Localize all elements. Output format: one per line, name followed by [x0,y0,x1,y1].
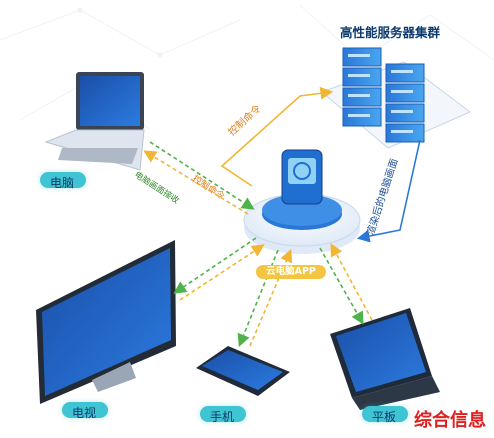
tv-label-pill [62,402,108,418]
tablet-label: 平板 [372,410,397,424]
computer-label: 电脑 [50,176,75,190]
server-cluster-title: 高性能服务器集群 [340,25,441,40]
arrow-hub-to-tv [173,237,257,294]
tv [36,240,176,404]
tablet [330,308,440,410]
phone [196,346,290,396]
server-stack-right [385,63,425,143]
tv-label: 电视 [72,406,97,420]
phone-label-pill [200,406,246,422]
app-name-badge: 云电脑APP [256,265,326,279]
arrows [143,86,421,347]
arrow-label-screen-receive: 电脑画面接收 [132,169,181,206]
arrow-tv-to-hub [179,244,265,301]
arrow-hub-to-laptop [143,150,249,215]
arrow-hub-to-servers [220,86,334,187]
arrow-label-control-left: 控制命令 [190,172,227,202]
server-stack-left [342,47,382,127]
computer-label-pill [40,172,86,188]
arrow-servers-to-hub [356,139,421,243]
tablet-label-pill [362,406,408,422]
laptop [44,72,145,171]
arrow-hub-to-tablet [319,247,364,325]
phone-label: 手机 [210,410,235,424]
arrow-tablet-to-hub [330,243,373,321]
watermark: 综合信息 [414,410,486,431]
server-cluster [342,47,425,143]
arrow-label-rendered: 渲染后的电脑画面 [363,157,400,237]
arrow-laptop-to-hub [149,141,255,210]
app-hub [243,149,361,254]
